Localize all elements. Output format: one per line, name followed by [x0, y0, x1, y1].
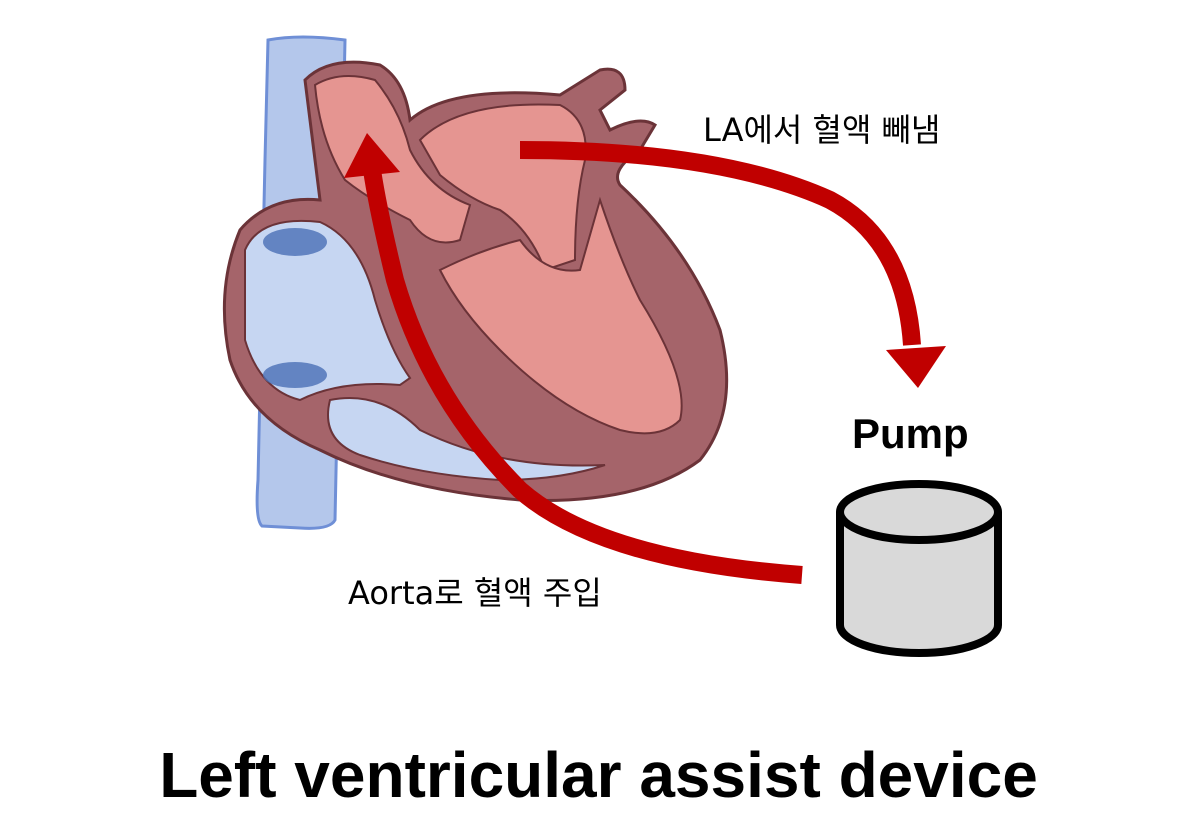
aorta-inject-label: Aorta로 혈액 주입	[348, 574, 602, 612]
arrow-pump-to-aorta	[363, 168, 803, 584]
la-withdraw-label: LA에서 혈액 빼냄	[703, 111, 941, 149]
arrow-la-to-pump	[519, 141, 921, 346]
aorta	[313, 75, 472, 244]
arrow-la-to-pump-head	[886, 346, 946, 388]
diagram-title: Left ventricular assist device	[159, 739, 1038, 811]
pump-label: Pump	[852, 410, 969, 457]
right-chambers	[244, 219, 412, 402]
valve-upper	[263, 228, 327, 256]
arrow-pump-to-aorta-head	[344, 133, 400, 178]
right-ventricle	[327, 397, 606, 482]
left-ventricle	[438, 196, 683, 435]
valve-lower	[263, 362, 327, 388]
pump-icon	[836, 480, 1002, 657]
